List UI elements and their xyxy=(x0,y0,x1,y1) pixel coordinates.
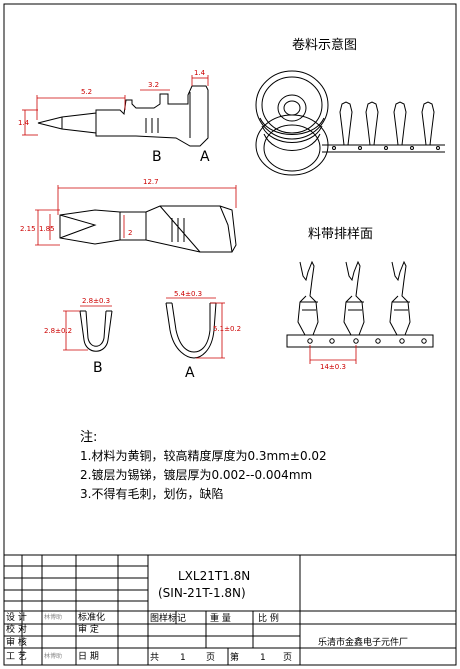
dim-b-width: 2.8±0.3 xyxy=(82,297,110,305)
strip-pitch-dim xyxy=(309,345,357,364)
tb-approve-label: 审 定 xyxy=(78,623,99,635)
label-a-bottom: A xyxy=(185,365,195,381)
tb-standardize-label: 标准化 xyxy=(78,611,105,623)
strip-drawing xyxy=(286,260,434,348)
tb-process-label: 工 艺 xyxy=(6,651,27,662)
tb-scale-label: 比 例 xyxy=(258,612,279,624)
note-line-1: 1.材料为黄铜，较高精度厚度为0.3mm±0.02 xyxy=(80,448,327,463)
tb-total-prefix: 共 xyxy=(150,652,159,663)
section-b-dims xyxy=(63,305,112,351)
tb-sheet-word: 页 xyxy=(283,652,292,663)
tb-check-label: 校 对 xyxy=(6,623,27,635)
terminal-side-view xyxy=(37,85,209,147)
tb-sample-mark-label: 图样标记 xyxy=(150,612,186,624)
note-line-3: 3.不得有毛刺，划伤，缺陷 xyxy=(80,486,223,501)
dim-2-15: 2.15 xyxy=(20,225,36,233)
tb-date-label: 日 期 xyxy=(78,651,99,662)
section-b xyxy=(79,310,113,352)
terminal-top-dims xyxy=(35,185,237,246)
tb-page-word: 页 xyxy=(206,652,215,663)
dim-3-2: 3.2 xyxy=(148,81,159,89)
dim-a-width: 5.4±0.3 xyxy=(174,290,202,298)
dim-1-85: 1.85 xyxy=(39,225,55,233)
tb-weight-label: 重 量 xyxy=(210,612,231,624)
label-b-top: B xyxy=(152,149,162,165)
label-b-bottom: B xyxy=(93,360,103,376)
drawing-frame xyxy=(3,3,457,666)
part-number-alt: (SIN-21T-1.8N) xyxy=(158,586,246,600)
notes-heading: 注: xyxy=(80,430,97,445)
tb-stamp-2: 林博助 xyxy=(44,652,62,660)
dim-2: 2 xyxy=(128,229,132,237)
dim-b-height: 2.8±0.2 xyxy=(44,327,72,335)
label-a-top: A xyxy=(200,149,210,165)
note-line-2: 2.镀层为锡锑，镀层厚为0.002--0.004mm xyxy=(80,467,312,482)
section-a-dims xyxy=(166,297,225,359)
dim-14: 14±0.3 xyxy=(320,363,346,371)
company-name: 乐清市金鑫电子元件厂 xyxy=(318,636,408,648)
dim-12-7: 12.7 xyxy=(143,178,159,186)
section-a xyxy=(165,302,217,359)
tb-sheet-num: 1 xyxy=(260,653,266,663)
tb-design-label: 设 计 xyxy=(6,611,27,623)
tb-sheet-prefix: 第 xyxy=(230,651,239,663)
part-number: LXL21T1.8N xyxy=(178,569,250,583)
tb-review-label: 审 核 xyxy=(6,636,27,648)
dim-1-4-tab: 1.4 xyxy=(194,69,206,77)
terminal-side-dims xyxy=(22,75,209,136)
dim-1-4-tip: 1.4 xyxy=(18,119,30,127)
strip-view-title: 料带排样面 xyxy=(308,227,373,242)
title-block-grid xyxy=(4,554,456,665)
tb-total-num: 1 xyxy=(180,653,186,663)
dim-a-height: 5.1±0.2 xyxy=(213,325,241,333)
tb-stamp-1: 林博助 xyxy=(44,613,62,621)
reel-drawing xyxy=(255,70,445,176)
reel-view-title: 卷料示意图 xyxy=(292,37,357,53)
terminal-top-view xyxy=(59,205,237,253)
dim-5-2: 5.2 xyxy=(81,88,92,96)
